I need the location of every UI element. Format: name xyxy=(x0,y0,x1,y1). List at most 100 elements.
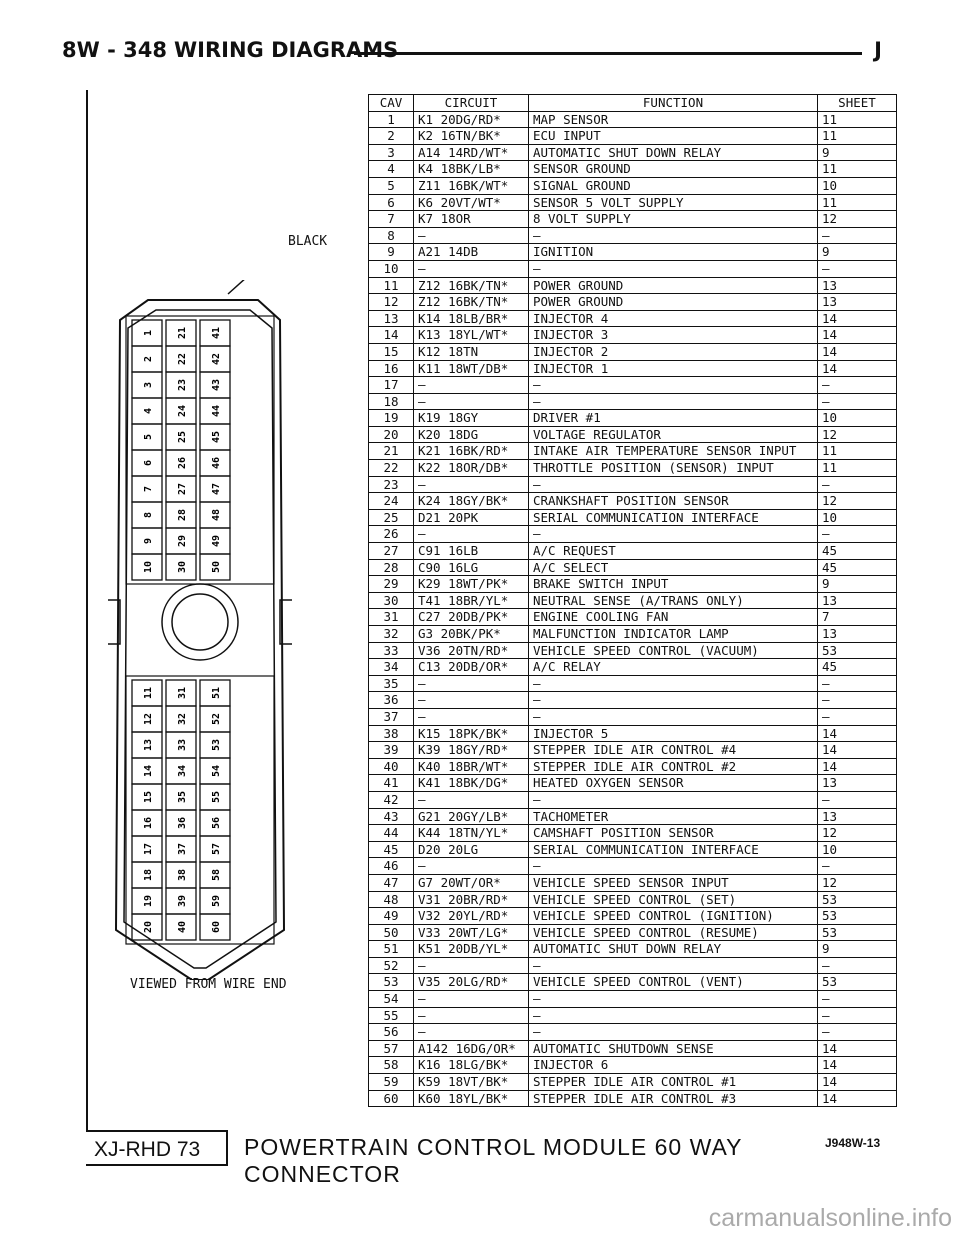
function-cell: ECU INPUT xyxy=(528,127,818,145)
circuit-cell: G21 20GY/LB* xyxy=(413,807,529,826)
function-cell: VEHICLE SPEED CONTROL (VACUUM) xyxy=(528,641,818,660)
header-rule xyxy=(354,52,862,55)
cav-cell: 37 xyxy=(368,707,414,726)
sheet-cell: 14 xyxy=(817,359,897,378)
connector-pin-cavity xyxy=(131,913,163,941)
function-cell: TACHOMETER xyxy=(528,807,818,826)
function-cell: — xyxy=(528,1023,818,1041)
circuit-cell: V31 20BR/RD* xyxy=(413,890,529,909)
cav-cell: 25 xyxy=(368,508,414,527)
connector-pin-number: 2 xyxy=(143,356,154,362)
function-cell: INJECTOR 5 xyxy=(528,724,818,743)
cav-cell: 60 xyxy=(368,1089,414,1108)
circuit-cell: C27 20DB/PK* xyxy=(413,608,529,626)
connector-pin-number: 60 xyxy=(211,921,222,933)
circuit-cell: D21 20PK xyxy=(413,508,529,527)
connector-pin-number: 10 xyxy=(143,561,154,573)
header-circuit: CIRCUIT xyxy=(413,94,529,112)
function-cell: CRANKSHAFT POSITION SENSOR xyxy=(528,492,818,510)
connector-pin-number: 34 xyxy=(177,765,188,777)
circuit-cell: V35 20LG/RD* xyxy=(413,973,529,992)
cav-cell: 14 xyxy=(368,326,414,344)
cav-cell: 55 xyxy=(368,1006,414,1025)
table-row: 56——— xyxy=(368,1023,897,1041)
cav-cell: 59 xyxy=(368,1073,414,1091)
table-row: 42——— xyxy=(368,790,897,809)
circuit-cell: C91 16LB xyxy=(413,542,529,560)
circuit-cell: K12 18TN xyxy=(413,342,529,361)
connector-pin-number: 18 xyxy=(143,869,154,881)
connector-title: POWERTRAIN CONTROL MODULE 60 WAY CONNECT… xyxy=(244,1134,743,1187)
cav-cell: 5 xyxy=(368,176,414,195)
connector-pin-number: 20 xyxy=(143,921,154,933)
connector-diagram: 1234567891021222324252627282930414243444… xyxy=(108,280,292,980)
function-cell: A/C SELECT xyxy=(528,558,818,577)
table-row: 54——— xyxy=(368,990,897,1008)
function-cell: STEPPER IDLE AIR CONTROL #1 xyxy=(528,1073,818,1091)
circuit-cell: G3 20BK/PK* xyxy=(413,625,529,643)
sheet-cell: — xyxy=(817,674,897,693)
function-cell: THROTTLE POSITION (SENSOR) INPUT xyxy=(528,459,818,477)
cav-cell: 20 xyxy=(368,425,414,444)
function-cell: MALFUNCTION INDICATOR LAMP xyxy=(528,625,818,643)
connector-pin-number: 35 xyxy=(177,791,188,803)
cav-cell: 31 xyxy=(368,608,414,626)
sheet-cell: — xyxy=(817,475,897,494)
circuit-cell: K21 16BK/RD* xyxy=(413,442,529,461)
header-cav: CAV xyxy=(368,94,414,112)
connector-pin-number: 3 xyxy=(143,382,154,388)
sheet-cell: 14 xyxy=(817,1073,897,1091)
function-cell: CAMSHAFT POSITION SENSOR xyxy=(528,824,818,842)
circuit-cell: T41 18BR/YL* xyxy=(413,591,529,610)
connector-pin-number: 7 xyxy=(143,486,154,492)
cav-cell: 33 xyxy=(368,641,414,660)
connector-pin-number: 4 xyxy=(143,408,154,414)
cav-cell: 12 xyxy=(368,293,414,311)
sheet-cell: — xyxy=(817,226,897,245)
cav-cell: 50 xyxy=(368,923,414,942)
sheet-cell: 11 xyxy=(817,160,897,178)
connector-color-label: BLACK xyxy=(288,234,328,249)
cav-cell: 39 xyxy=(368,741,414,759)
cav-cell: 47 xyxy=(368,873,414,892)
table-row: 23——— xyxy=(368,475,897,494)
circuit-cell: — xyxy=(413,525,529,544)
connector-pin-number: 49 xyxy=(211,535,222,547)
sheet-cell: 53 xyxy=(817,890,897,909)
circuit-cell: — xyxy=(413,674,529,693)
cav-cell: 18 xyxy=(368,392,414,411)
connector-pin-number: 29 xyxy=(177,535,188,547)
circuit-cell: K19 18GY xyxy=(413,409,529,427)
connector-pin-number: 40 xyxy=(177,921,188,933)
circuit-cell: K24 18GY/BK* xyxy=(413,492,529,510)
header-function: FUNCTION xyxy=(528,94,818,112)
circuit-cell: Z12 16BK/TN* xyxy=(413,276,529,295)
function-cell: INJECTOR 6 xyxy=(528,1056,818,1075)
cav-cell: 16 xyxy=(368,359,414,378)
circuit-cell: K2 16TN/BK* xyxy=(413,127,529,145)
connector-pin-number: 30 xyxy=(177,561,188,573)
sheet-cell: 45 xyxy=(817,558,897,577)
function-cell: MAP SENSOR xyxy=(528,110,818,129)
circuit-cell: D20 20LG xyxy=(413,840,529,859)
cav-cell: 42 xyxy=(368,790,414,809)
function-cell: — xyxy=(528,226,818,245)
connector-pin-number: 47 xyxy=(211,483,222,495)
function-cell: — xyxy=(528,674,818,693)
circuit-cell: G7 20WT/OR* xyxy=(413,873,529,892)
